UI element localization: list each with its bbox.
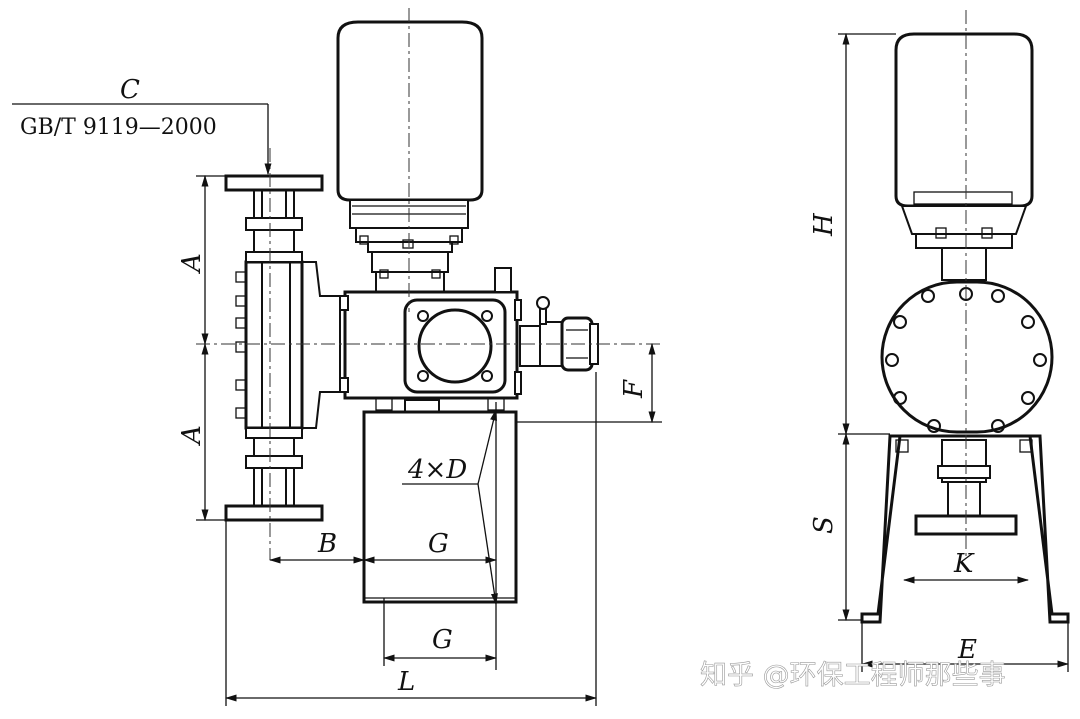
front-view: C GB/T 9119—2000 A A B G 4×D G F L xyxy=(12,8,662,706)
front-motor xyxy=(336,20,484,293)
dim-E: E xyxy=(957,635,977,665)
dim-B: B xyxy=(317,529,337,559)
dim-L: L xyxy=(397,667,415,697)
dim-H: H xyxy=(809,212,839,237)
front-pump-head xyxy=(224,174,341,522)
side-view: H S K E xyxy=(809,10,1070,672)
side-motor xyxy=(894,32,1034,281)
dim-G-lower: G xyxy=(432,625,453,655)
side-stand xyxy=(860,434,1070,624)
front-base xyxy=(362,410,518,604)
front-pump-body xyxy=(339,267,599,413)
dim-S: S xyxy=(809,516,839,534)
dim-G-upper: G xyxy=(428,529,449,559)
flange-standard-ref: GB/T 9119—2000 xyxy=(20,115,217,140)
dim-A-upper: A xyxy=(177,253,207,274)
dim-K: K xyxy=(953,549,975,579)
dim-F: F xyxy=(619,379,649,399)
flange-standard-symbol: C xyxy=(120,75,140,105)
dim-A-lower: A xyxy=(177,425,207,446)
watermark: 知乎 @环保工程师那些事 xyxy=(700,660,1006,691)
side-pump-head xyxy=(880,280,1054,536)
dim-4xD: 4×D xyxy=(407,455,467,485)
